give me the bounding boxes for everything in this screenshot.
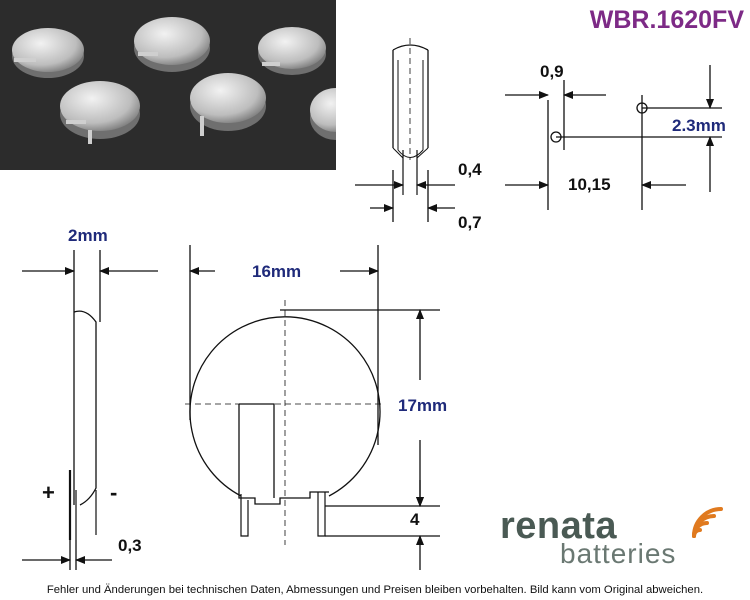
logo-sub: batteries [560,538,677,569]
battery-cell-4 [60,81,140,144]
battery-cell-2 [134,17,210,72]
dim-thickness: 2mm [68,226,108,245]
footprint-detail [505,65,722,210]
polarity-minus: - [110,480,118,505]
disclaimer-footer: Fehler und Änderungen bei technischen Da… [46,584,704,596]
dim-pin-width: 0,7 [458,213,482,232]
battery-cell-3 [258,27,326,75]
battery-cell-6 [310,88,336,140]
polarity-plus: + [42,480,55,505]
renata-wave-icon [692,507,723,538]
dim-pin-pitch: 10,15 [568,175,611,194]
battery-cell-5 [190,73,266,136]
dim-lead-thickness: 0,3 [118,536,142,555]
side-view [22,250,158,570]
front-view [185,245,440,570]
dim-pin-offset: 2.3mm [672,116,726,135]
battery-cell-1 [12,28,84,78]
dim-height: 17mm [398,396,448,415]
dim-pin-gap: 0,9 [540,62,564,81]
pin-detail [355,38,455,222]
product-title: WBR.1620FV [589,6,744,34]
logo-word: renata [500,505,618,547]
dim-diameter: 16mm [252,262,302,281]
product-photo [0,0,336,170]
dim-pin-thickness: 0,4 [458,160,482,179]
dim-tab-length: 4 [410,510,420,529]
